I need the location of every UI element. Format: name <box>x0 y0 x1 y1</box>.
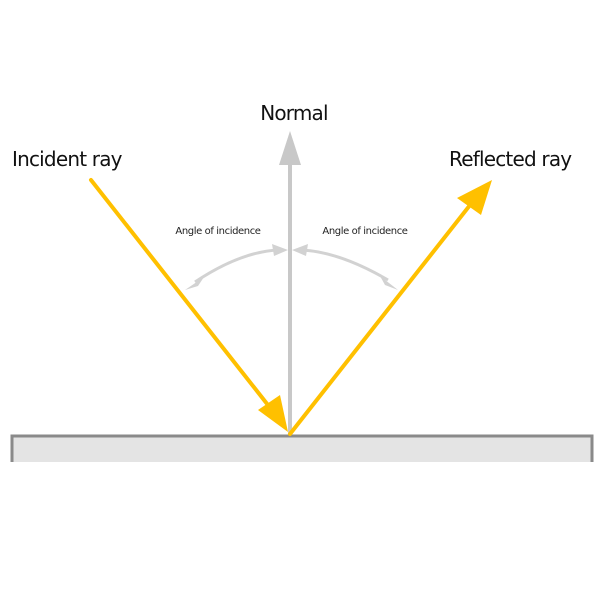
label-reflected-ray: Reflected ray <box>449 147 572 171</box>
incident-ray-shaft <box>89 178 277 416</box>
angle-arc-right-curve <box>301 248 389 282</box>
angle-arc-left-arrowhead-ray <box>185 277 204 290</box>
reflected-ray-shaft <box>288 198 476 436</box>
reflected-ray <box>288 180 492 436</box>
angle-arc-right-arrowhead-ray <box>380 276 398 290</box>
incident-ray <box>89 178 288 432</box>
label-incident-ray: Incident ray <box>12 147 123 171</box>
surface-fill <box>12 436 592 462</box>
normal-line <box>279 131 301 434</box>
incident-ray-arrowhead <box>258 395 288 432</box>
label-angle-right: Angle of incidence <box>322 226 407 237</box>
reflecting-surface <box>10 434 594 462</box>
surface-outline <box>10 434 594 462</box>
angle-arc-left-curve <box>194 248 279 284</box>
normal-arrowhead <box>279 131 301 165</box>
angle-arc-right-arrowhead-normal <box>292 244 308 256</box>
label-angle-left: Angle of incidence <box>175 226 260 237</box>
angle-arc-right <box>292 244 398 290</box>
label-normal: Normal <box>260 101 328 125</box>
angle-arc-left-arrowhead-normal <box>272 244 288 256</box>
angle-arc-left <box>185 244 288 290</box>
reflected-ray-arrowhead <box>457 180 492 215</box>
